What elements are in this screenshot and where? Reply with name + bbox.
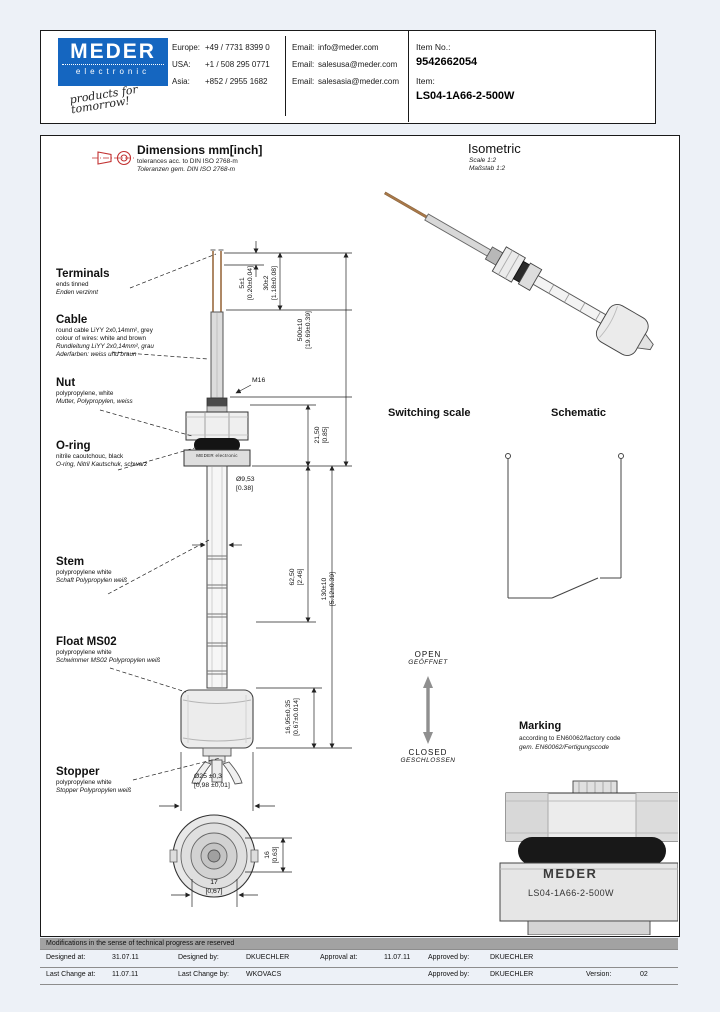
logo-electronic-text: electronic bbox=[62, 64, 164, 76]
switch-state-closed: CLOSED GESCHLOSSEN bbox=[400, 748, 456, 764]
dimension-lines bbox=[159, 241, 352, 907]
item-value: LS04-1A66-2-500W bbox=[416, 90, 515, 102]
contact-region-asia: Asia: bbox=[172, 77, 190, 86]
technical-drawing bbox=[92, 150, 678, 935]
logo-meder-text: MEDER bbox=[70, 40, 156, 63]
isometric-scale-de: Maßstab 1:2 bbox=[469, 165, 506, 172]
modification-notice: Modifications in the sense of technical … bbox=[40, 938, 678, 949]
footer-row-1: Designed at: 31.07.11 Designed by: DKUEC… bbox=[40, 949, 678, 968]
dim-500: 500±10 [19.69±0.39] bbox=[297, 311, 312, 349]
designed-at-label: Designed at: bbox=[46, 954, 86, 961]
designed-at-value: 31.07.11 bbox=[112, 954, 139, 961]
dimensions-note-line1: tolerances acc. to DIN ISO 2768-m bbox=[137, 158, 238, 165]
dim-30: 30±2 [1.18±0.08] bbox=[263, 266, 278, 300]
label-oring: O-ring nitrile caoutchouc, black O-ring,… bbox=[56, 440, 148, 468]
email-label-asia: Email: bbox=[292, 77, 315, 86]
dim-2150: 21,50 [0.85] bbox=[314, 426, 329, 444]
schematic-title: Schematic bbox=[551, 407, 607, 419]
last-change-at-label: Last Change at: bbox=[46, 971, 96, 978]
contact-phone-europe: +49 / 7731 8399 0 bbox=[205, 43, 270, 52]
projection-symbol-icon bbox=[92, 150, 136, 166]
version-label: Version: bbox=[586, 971, 612, 978]
contact-region-europe: Europe: bbox=[172, 43, 201, 52]
dimensions-note-title: Dimensions mm[inch] bbox=[137, 143, 263, 157]
email-asia: salesasia@meder.com bbox=[318, 77, 400, 86]
reed-switch-schematic bbox=[505, 453, 624, 599]
marking-en: according to EN60062/factory code bbox=[519, 735, 621, 742]
approved-by-label: Approved by: bbox=[428, 954, 470, 961]
dim-953: Ø9,53 [0.38] bbox=[236, 476, 255, 492]
detail-view bbox=[499, 780, 678, 935]
leader-lines bbox=[99, 253, 221, 781]
dim-130: 130±10 [5.12±0.39] bbox=[321, 572, 336, 606]
contact-phone-asia: +852 / 2955 1682 bbox=[205, 77, 268, 86]
item-no-label: Item No.: bbox=[416, 42, 451, 52]
version-value: 02 bbox=[640, 971, 648, 978]
switch-state-open: OPEN GEÖFFNET bbox=[408, 650, 448, 666]
item-label: Item: bbox=[416, 76, 435, 86]
approval-at-label: Approval at: bbox=[320, 954, 358, 961]
dim-25: Ø25 ±0,3 [0,98 ±0,01] bbox=[194, 773, 230, 789]
isometric-scale-en: Scale 1:2 bbox=[469, 157, 497, 164]
contact-phone-usa: +1 / 508 295 0771 bbox=[205, 60, 270, 69]
front-view bbox=[169, 249, 259, 898]
isometric-view bbox=[384, 191, 654, 356]
last-change-at-value: 11.07.11 bbox=[112, 971, 139, 978]
approval-at-value: 11.07.11 bbox=[384, 954, 411, 961]
email-usa: salesusa@meder.com bbox=[318, 60, 398, 69]
last-change-by-label: Last Change by: bbox=[178, 971, 229, 978]
header-divider-1 bbox=[285, 36, 286, 116]
label-cable: Cable round cable LiYY 2x0,14mm², grey c… bbox=[56, 314, 154, 358]
approved-by-2-value: DKUECHLER bbox=[490, 971, 534, 978]
label-float: Float MS02 polypropylene white Schwimmer… bbox=[56, 636, 161, 664]
last-change-by-value: WKOVACS bbox=[246, 971, 282, 978]
contact-region-usa: USA: bbox=[172, 60, 191, 69]
dim-m16: M16 bbox=[252, 377, 266, 384]
flange-print-text: MEDER electronic bbox=[196, 453, 238, 458]
marking-de: gem. EN60062/Fertigungscode bbox=[519, 744, 609, 751]
dim-5: 5±1 [0.20±0.04] bbox=[239, 266, 254, 300]
footer-row-2: Last Change at: 11.07.11 Last Change by:… bbox=[40, 967, 678, 985]
label-terminals: Terminals ends tinned Enden verzinnt bbox=[56, 268, 110, 296]
marking-title: Marking bbox=[519, 720, 562, 732]
isometric-title: Isometric bbox=[468, 141, 521, 156]
detail-brand-text: MEDER bbox=[543, 866, 598, 881]
dim-17: 17 [0,67] bbox=[205, 879, 223, 895]
approved-by-value: DKUECHLER bbox=[490, 954, 534, 961]
switching-direction-arrow bbox=[423, 676, 433, 744]
meder-logo: MEDER electronic bbox=[58, 38, 168, 86]
designed-by-label: Designed by: bbox=[178, 954, 219, 961]
detail-item-text: LS04-1A66-2-500W bbox=[528, 888, 614, 898]
item-no-value: 9542662054 bbox=[416, 56, 478, 68]
dim-1695: 16,95±0,35 [0.67±0.014] bbox=[285, 698, 300, 736]
email-label-europe: Email: bbox=[292, 43, 315, 52]
label-stem: Stem polypropylene white Schaft Polyprop… bbox=[56, 556, 128, 584]
label-stopper: Stopper polypropylene white Stopper Poly… bbox=[56, 766, 132, 794]
approved-by-2-label: Approved by: bbox=[428, 971, 470, 978]
dimensions-note-line2: Toleranzen gem. DIN ISO 2768-m bbox=[137, 166, 236, 173]
label-nut: Nut polypropylene, white Mutter, Polypro… bbox=[56, 377, 133, 405]
header-divider-2 bbox=[408, 30, 409, 122]
email-label-usa: Email: bbox=[292, 60, 315, 69]
email-europe: info@meder.com bbox=[318, 43, 379, 52]
dim-6250: 62,50 [2.46] bbox=[289, 568, 304, 586]
switching-scale-title: Switching scale bbox=[388, 407, 471, 419]
designed-by-value: DKUECHLER bbox=[246, 954, 290, 961]
dim-16: 16 [0.63] bbox=[264, 846, 279, 864]
